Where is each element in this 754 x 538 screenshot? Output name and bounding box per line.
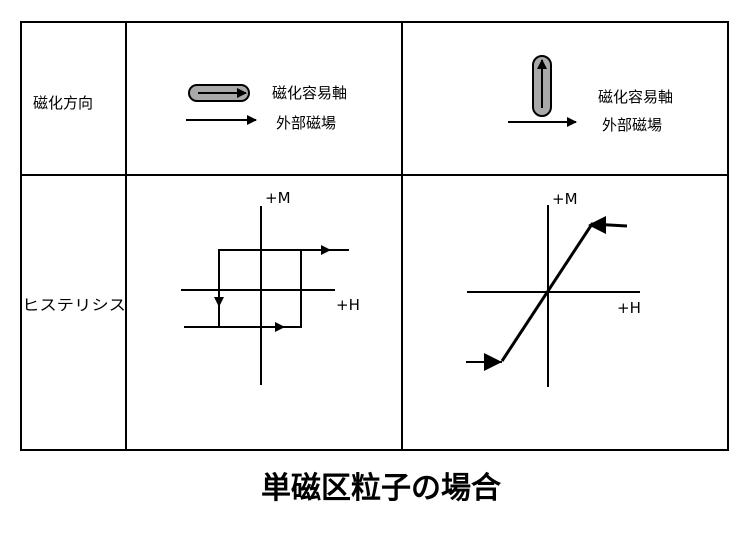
saturation-arrowhead-lower (484, 353, 502, 371)
external-field-label: 外部磁場 (276, 114, 336, 132)
m-axis-label: +M (552, 190, 578, 208)
easy-axis-label: 磁化容易軸 (598, 88, 673, 106)
row-label-hysteresis: ヒステリシス (22, 296, 126, 314)
row-label-magnetization-direction: 磁化方向 (33, 94, 93, 112)
table-border (20, 21, 729, 451)
h-axis-label: +H (617, 299, 641, 317)
col1-hysteresis-cell: +M +H (181, 189, 360, 385)
h-axis-label: +H (336, 296, 360, 314)
easy-axis-label: 磁化容易軸 (272, 84, 347, 102)
saturation-arrowhead-upper (588, 216, 606, 234)
table-grid (20, 21, 729, 451)
external-field-label: 外部磁場 (602, 116, 662, 134)
m-axis-label: +M (265, 189, 291, 207)
col2-direction-cell: 磁化容易軸 外部磁場 (508, 55, 673, 134)
figure-caption: 単磁区粒子の場合 (261, 471, 501, 506)
col1-direction-cell: 磁化容易軸 外部磁場 (186, 84, 347, 132)
col2-hysteresis-cell: +M +H (466, 190, 641, 387)
